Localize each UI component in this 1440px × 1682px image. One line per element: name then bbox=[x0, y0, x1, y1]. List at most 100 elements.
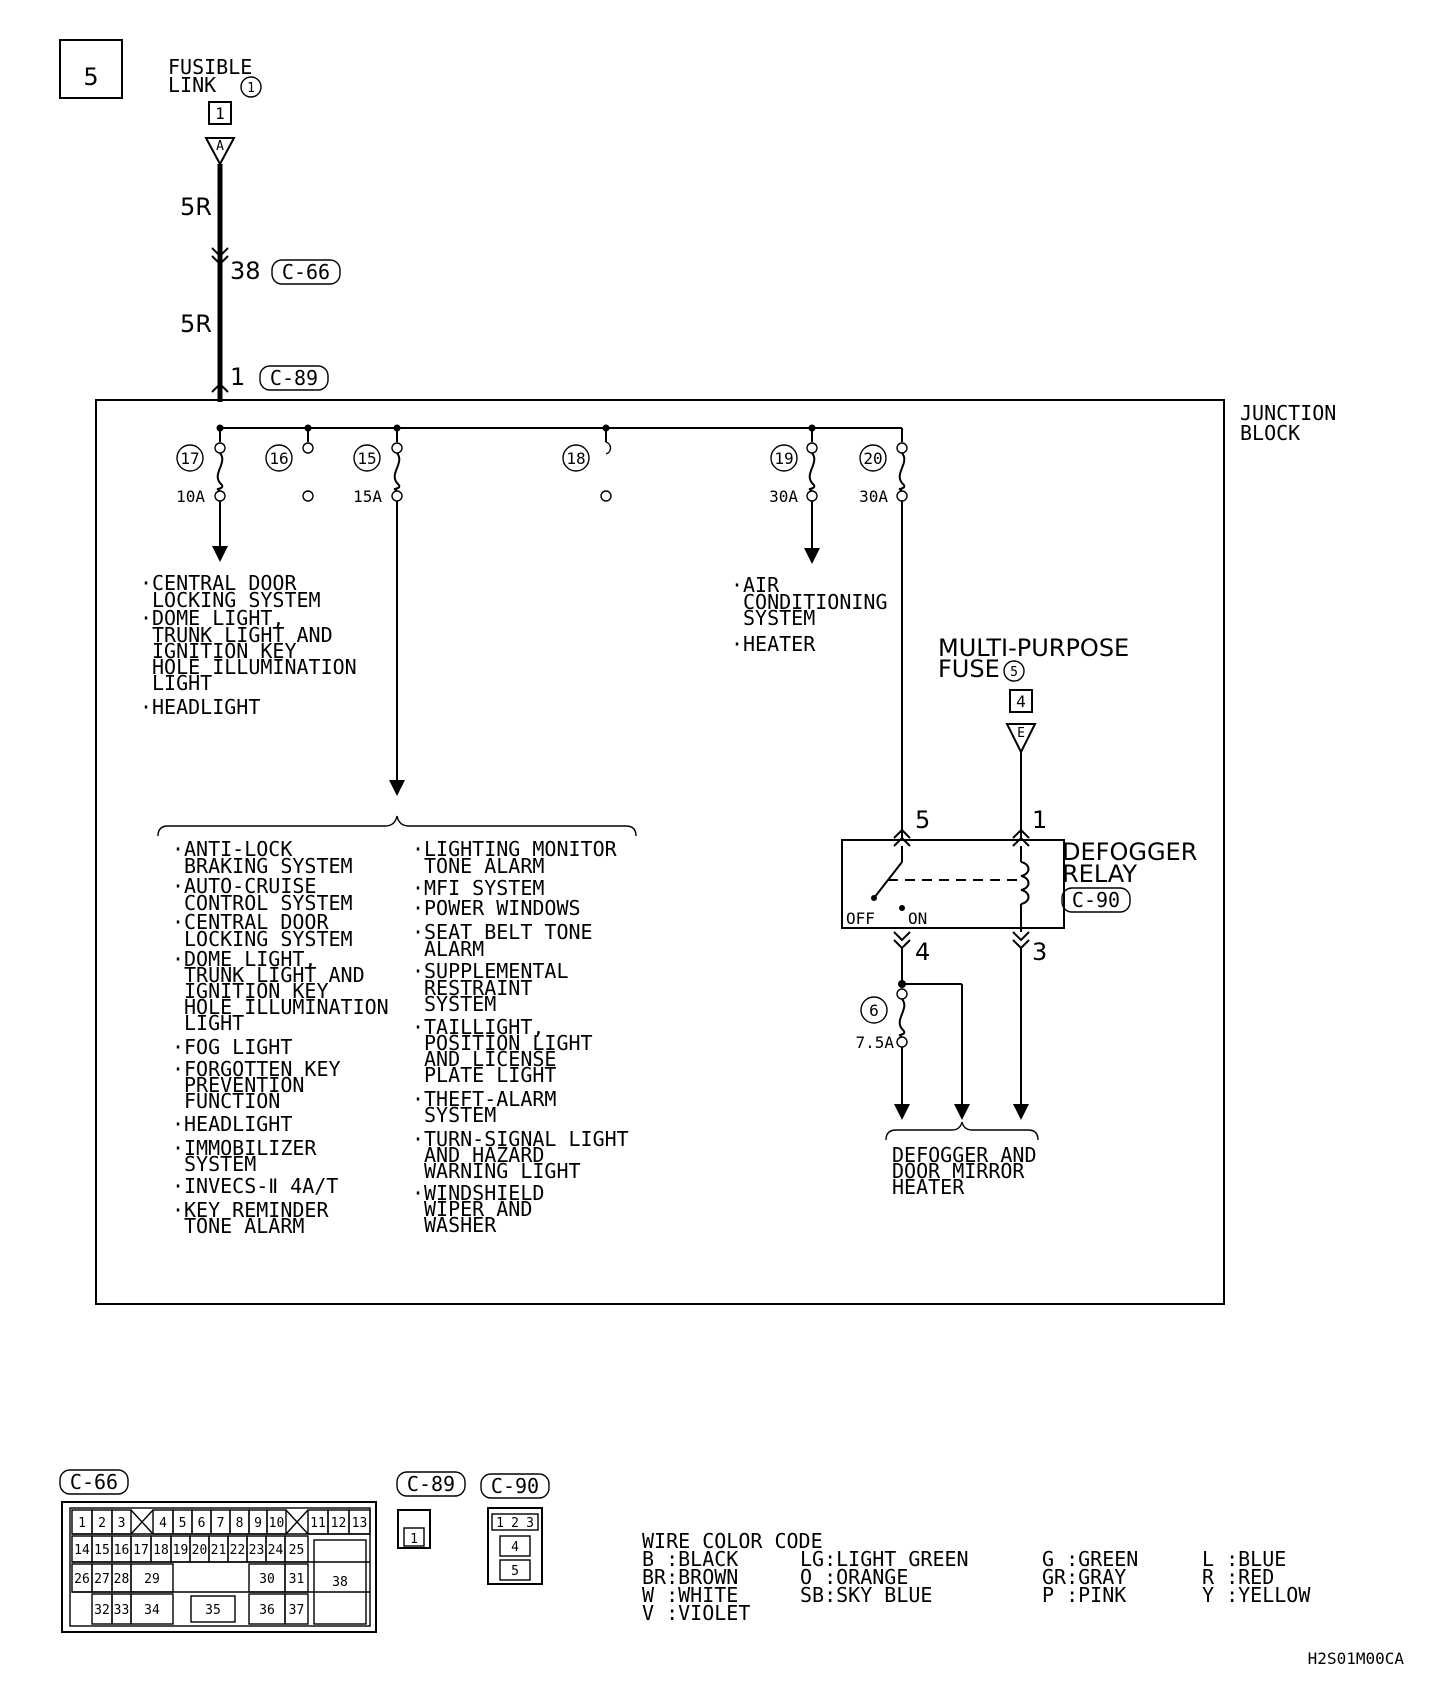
load-text: LOCKING SYSTEM bbox=[184, 927, 353, 951]
junction-block-label-line1: JUNCTION bbox=[1240, 401, 1336, 425]
c66-view-tag bbox=[59, 1469, 129, 1495]
c66-pin-label: 27 bbox=[94, 1572, 110, 1587]
svg-text:·: · bbox=[412, 876, 424, 900]
relay-on-label: ON bbox=[908, 909, 927, 928]
fusible-link-terminal-triangle bbox=[204, 137, 236, 167]
c66-tag bbox=[271, 259, 341, 285]
load-text: MFI SYSTEM bbox=[424, 876, 544, 900]
c66-pin-label: 32 bbox=[94, 1603, 110, 1618]
relay-pin-5: 5 bbox=[915, 806, 930, 834]
load-text: FUNCTION bbox=[184, 1089, 280, 1113]
c66-id: C-66 bbox=[282, 260, 330, 284]
mpf-terminal: E bbox=[1017, 726, 1025, 741]
fuse-18 bbox=[562, 428, 612, 502]
relay-conn-tag bbox=[1061, 887, 1131, 913]
c66-pin-label: 13 bbox=[352, 1516, 368, 1531]
relay-pin-5-mark bbox=[893, 828, 911, 847]
load-text: PLATE LIGHT bbox=[424, 1063, 556, 1087]
c66-pin: 38 bbox=[230, 257, 261, 285]
load-text: SEAT BELT TONE bbox=[424, 920, 593, 944]
c66-pin-cell bbox=[130, 1563, 174, 1593]
load-text: TONE ALARM bbox=[184, 1214, 304, 1238]
relay-conn-id: C-90 bbox=[1072, 888, 1120, 912]
c66-pin-label: 38 bbox=[332, 1575, 348, 1590]
load-text: IGNITION KEY bbox=[152, 639, 297, 663]
c66-pin-label: 2 bbox=[98, 1516, 106, 1531]
coil-ground-arrow bbox=[1013, 1104, 1029, 1120]
c66-pin-label: 9 bbox=[254, 1516, 262, 1531]
wire-color-entry: B :BLACK bbox=[642, 1547, 738, 1571]
relay-pin-3: 3 bbox=[1032, 938, 1047, 966]
fuse-17-number: 17 bbox=[180, 449, 199, 468]
c66-pin-label: 24 bbox=[268, 1543, 284, 1558]
c89-view-pin: 1 bbox=[410, 1532, 418, 1547]
load-text: TONE ALARM bbox=[424, 854, 544, 878]
c66-pin-label: 36 bbox=[259, 1603, 275, 1618]
svg-text:·: · bbox=[172, 1136, 184, 1160]
mpf-box bbox=[1009, 689, 1033, 713]
load-text: DOME LIGHT, bbox=[184, 947, 316, 971]
c89-tag bbox=[259, 365, 329, 391]
svg-text:·: · bbox=[172, 1174, 184, 1198]
load-text: FOG LIGHT bbox=[184, 1035, 292, 1059]
fuse-15-load-list-left: · ANTI-LOCK BRAKING SYSTEM · AUTO-CRUISE… bbox=[172, 837, 389, 1238]
wire-color-entry: R :RED bbox=[1202, 1565, 1274, 1589]
connector-c90-face bbox=[487, 1507, 543, 1585]
c66-pin-cell bbox=[348, 1509, 371, 1535]
load-text: LIGHT bbox=[152, 671, 212, 695]
load-text: PREVENTION bbox=[184, 1073, 304, 1097]
wire-color-entry: W :WHITE bbox=[642, 1583, 738, 1607]
wire-color-entry: Y :YELLOW bbox=[1202, 1583, 1311, 1607]
load-text: AIR bbox=[743, 573, 780, 597]
fusible-link-terminal: A bbox=[216, 139, 224, 154]
svg-text:·: · bbox=[172, 1112, 184, 1136]
relay-pin-4: 4 bbox=[915, 938, 930, 966]
fuse-19-number: 19 bbox=[774, 449, 793, 468]
load-text: ANTI-LOCK bbox=[184, 837, 292, 861]
fusible-link-number-circle bbox=[240, 76, 262, 98]
c66-pin-label: 31 bbox=[289, 1572, 305, 1587]
fuse-19-rating: 30A bbox=[769, 487, 798, 506]
svg-text:·: · bbox=[140, 695, 152, 719]
junction-block-label-line2: BLOCK bbox=[1240, 421, 1300, 445]
junction-block-outline bbox=[95, 399, 1225, 1305]
load-text: AND LICENSE bbox=[424, 1047, 556, 1071]
c66-pin-cell bbox=[284, 1563, 309, 1593]
fuse-15-rating: 15A bbox=[353, 487, 382, 506]
fuse-17-load-list: · CENTRAL DOOR LOCKING SYSTEM · DOME LIG… bbox=[140, 571, 357, 719]
svg-text:·: · bbox=[172, 910, 184, 934]
load-text: IMMOBILIZER bbox=[184, 1136, 317, 1160]
c66-pin-label: 22 bbox=[230, 1543, 246, 1558]
mpf-label-line1: MULTI-PURPOSE bbox=[938, 634, 1129, 662]
c66-pin-label: 7 bbox=[217, 1516, 225, 1531]
load-text: FORGOTTEN KEY bbox=[184, 1057, 341, 1081]
relay-coil bbox=[1020, 861, 1030, 905]
relay-pin-3-mark bbox=[1012, 931, 1030, 950]
relay-pin-4-mark bbox=[893, 931, 911, 950]
fuse-15-number: 15 bbox=[357, 449, 376, 468]
fuse-18-number: 18 bbox=[566, 449, 585, 468]
load-text: AUTO-CRUISE bbox=[184, 874, 316, 898]
svg-text:·: · bbox=[172, 947, 184, 971]
c66-pin-label: 11 bbox=[310, 1516, 326, 1531]
relay-off-label: OFF bbox=[846, 909, 875, 928]
c66-pin-label: 34 bbox=[144, 1603, 160, 1618]
load-text: TRUNK LIGHT AND bbox=[152, 623, 333, 647]
c90-view-pin-5: 5 bbox=[511, 1564, 519, 1579]
load-text: CENTRAL DOOR bbox=[152, 571, 297, 595]
load-text: TRUNK LIGHT AND bbox=[184, 963, 365, 987]
c66-pin-label: 5 bbox=[179, 1516, 187, 1531]
wire-color-entry: LG:LIGHT GREEN bbox=[800, 1547, 969, 1571]
svg-text:·: · bbox=[412, 959, 424, 983]
load-text: CENTRAL DOOR bbox=[184, 910, 329, 934]
fuse-16 bbox=[265, 428, 314, 502]
c66-pin-label: 33 bbox=[114, 1603, 130, 1618]
relay-label-line1: DEFOGGER bbox=[1062, 838, 1197, 866]
mpf-label-line2: FUSE bbox=[938, 655, 1000, 683]
wire-color-entry: BR:BROWN bbox=[642, 1565, 738, 1589]
c66-view-id: C-66 bbox=[70, 1470, 118, 1494]
wire-color-entry: P :PINK bbox=[1042, 1583, 1126, 1607]
connector-c89-face bbox=[397, 1509, 431, 1549]
wire-color-entry: GR:GRAY bbox=[1042, 1565, 1126, 1589]
